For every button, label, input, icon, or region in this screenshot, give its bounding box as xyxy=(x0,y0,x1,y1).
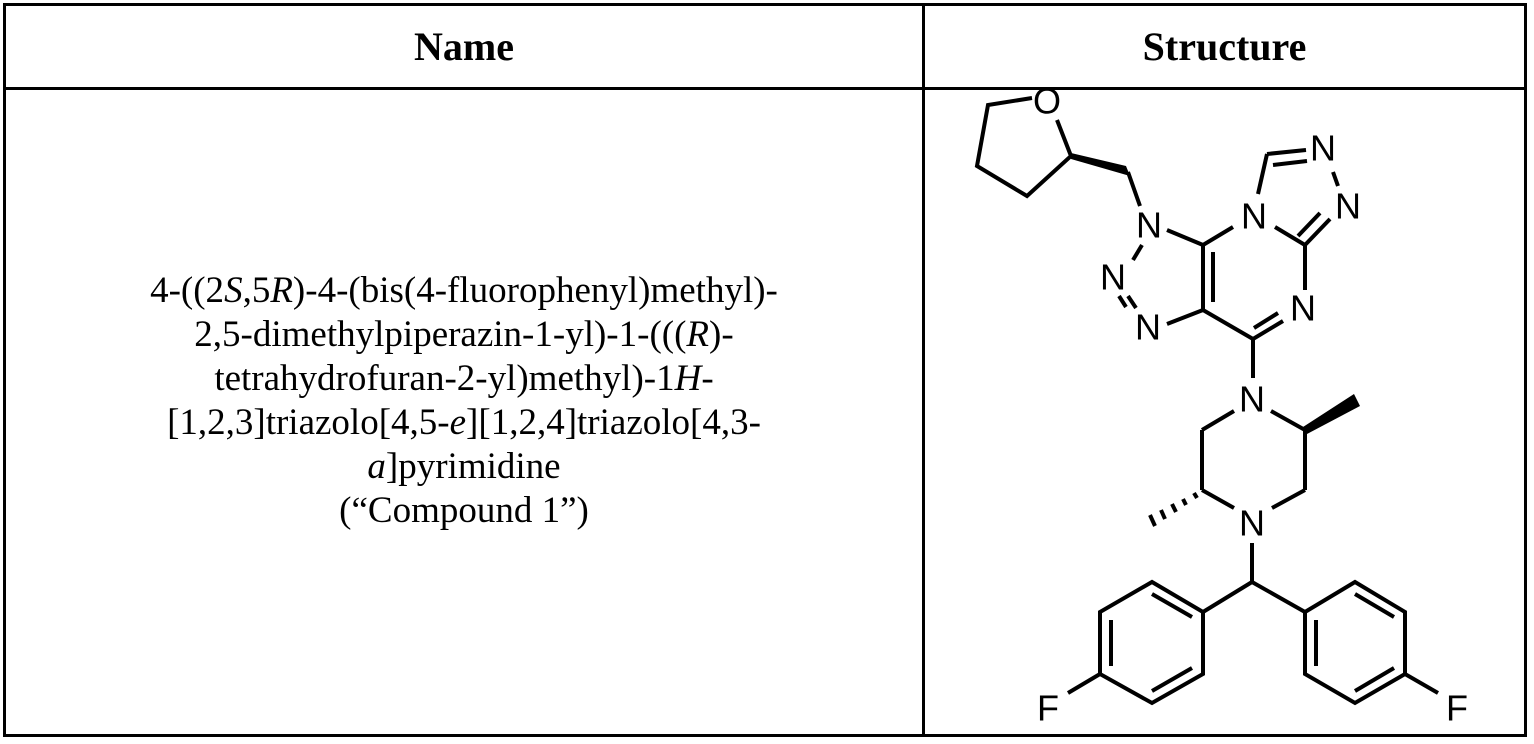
bond xyxy=(1273,225,1307,247)
header-name: Name xyxy=(414,24,514,69)
italic-locant: H xyxy=(674,358,702,399)
hashed-bond xyxy=(1148,491,1199,527)
atom-label-nitrogen: N xyxy=(1239,379,1265,420)
wedge-bond xyxy=(1303,394,1360,434)
atom-label-nitrogen: N xyxy=(1136,205,1162,246)
atom-label-nitrogen: N xyxy=(1239,503,1265,544)
left-phenyl-ring xyxy=(1098,579,1205,706)
header-structure: Structure xyxy=(1142,24,1307,69)
bond xyxy=(1266,148,1307,156)
name-text: )-4-(bis(4-fluorophenyl)methyl)- xyxy=(292,270,778,311)
name-text: - xyxy=(701,358,714,399)
name-text: ]pyrimidine xyxy=(385,446,561,487)
atom-label-nitrogen: N xyxy=(1135,307,1161,348)
bond xyxy=(1200,409,1236,432)
name-text: 2,5-dimethylpiperazin-1-yl)-1-((( xyxy=(194,314,687,355)
bond xyxy=(1151,666,1193,693)
name-text: )- xyxy=(709,314,734,355)
italic-locant: a xyxy=(367,446,386,487)
thf-ring-bonds xyxy=(974,96,1074,199)
bond xyxy=(1271,488,1306,510)
wedge-bond xyxy=(1071,153,1130,176)
stereo-descriptor: S xyxy=(224,270,243,311)
bond xyxy=(1251,319,1285,341)
name-text: ][1,2,4]triazolo[4,3- xyxy=(466,402,761,443)
bond xyxy=(1353,592,1396,619)
column-divider xyxy=(922,6,925,734)
name-text: ,5 xyxy=(242,270,271,311)
bond xyxy=(1296,211,1322,238)
bond xyxy=(1117,294,1128,309)
atom-label-nitrogen: N xyxy=(1310,128,1336,169)
italic-locant: e xyxy=(449,402,467,443)
compound-name-cell: 4-((2S,5R)-4-(bis(4-fluorophenyl)methyl)… xyxy=(6,90,922,734)
bond xyxy=(1252,311,1280,330)
bond xyxy=(1272,159,1308,167)
stereo-descriptor: R xyxy=(270,270,293,311)
bond xyxy=(1151,592,1193,619)
bond xyxy=(1270,409,1306,432)
compound-table: Name Structure 4-((2S,5R)-4-(bis(4-fluor… xyxy=(3,3,1527,737)
bond xyxy=(1166,308,1204,326)
compound-name: 4-((2S,5R)-4-(bis(4-fluorophenyl)methyl)… xyxy=(150,269,778,533)
atom-label-fluorine: F xyxy=(1037,688,1059,729)
atom-label-nitrogen: N xyxy=(1100,257,1126,298)
bond xyxy=(1126,294,1138,310)
bond xyxy=(1126,171,1142,207)
atom-label-fluorine: F xyxy=(1446,688,1468,729)
bond xyxy=(1201,308,1255,341)
atom-label-nitrogen: N xyxy=(1335,186,1361,227)
atom-label-oxygen: O xyxy=(1033,81,1061,122)
compound-label: (“Compound 1”) xyxy=(339,490,589,531)
bond xyxy=(1201,580,1254,614)
bond xyxy=(1131,243,1144,262)
name-text: 4-((2 xyxy=(150,270,225,311)
atom-label-nitrogen: N xyxy=(1241,196,1267,237)
right-phenyl-ring xyxy=(1303,579,1407,706)
stereo-descriptor: R xyxy=(686,314,710,355)
bond xyxy=(1353,666,1396,693)
bond xyxy=(1303,217,1332,247)
header-row: Name Structure xyxy=(6,6,1524,90)
bond xyxy=(1331,171,1340,187)
bond xyxy=(1066,672,1102,695)
name-text: tetrahydrofuran-2-yl)methyl)-1 xyxy=(214,358,675,399)
bond xyxy=(1201,225,1235,247)
bond xyxy=(1256,153,1269,195)
bond xyxy=(1201,488,1235,510)
bond xyxy=(1251,580,1306,614)
bond xyxy=(1404,672,1439,695)
atom-label-nitrogen: N xyxy=(1290,288,1316,329)
name-text: [1,2,3]triazolo[4,5- xyxy=(167,402,450,443)
bond xyxy=(1166,228,1204,247)
